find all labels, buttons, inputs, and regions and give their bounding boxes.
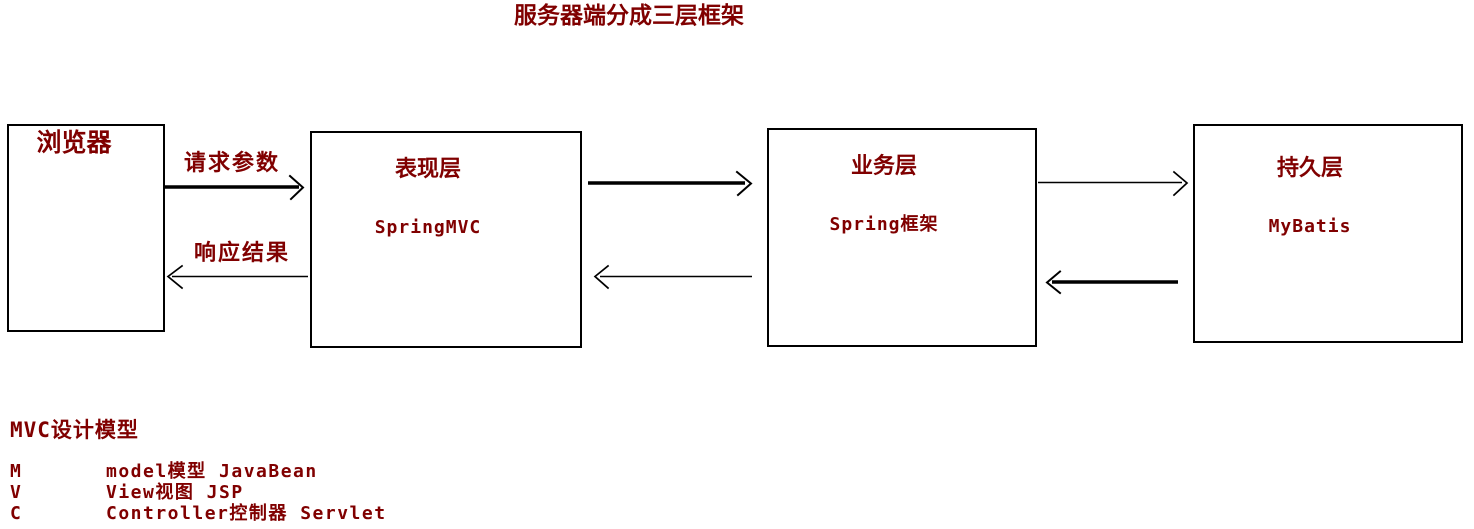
box-persistence-label: 持久层	[1276, 156, 1343, 181]
mvc-heading: MVC设计模型	[10, 418, 139, 442]
box-business-label: 业务层	[850, 154, 917, 179]
box-presentation-label: 表现层	[394, 157, 461, 182]
box-browser-label: 浏览器	[36, 128, 112, 157]
box-presentation: 表现层 SpringMVC	[310, 131, 582, 348]
mvc-letter-c: C	[10, 503, 23, 524]
box-presentation-sublabel: SpringMVC	[374, 217, 482, 238]
box-browser: 浏览器	[7, 124, 165, 332]
mvc-desc-view: View视图 JSP	[106, 482, 244, 503]
mvc-letter-v: V	[10, 482, 23, 503]
diagram-title: 服务器端分成三层框架	[514, 3, 744, 29]
mvc-desc-controller: Controller控制器 Servlet	[106, 503, 387, 524]
mvc-row-controller: C Controller控制器 Servlet	[10, 503, 387, 524]
presentation-to-business-arrowhead-icon	[735, 170, 753, 197]
box-business-sublabel: Spring框架	[829, 214, 939, 235]
box-persistence-sublabel: MyBatis	[1268, 216, 1352, 237]
box-business: 业务层 Spring框架	[767, 128, 1037, 347]
response-arrowhead-icon	[166, 264, 184, 290]
business-to-presentation-arrowhead-icon	[593, 264, 610, 290]
response-arrow-label: 响应结果	[194, 241, 291, 266]
mvc-letter-m: M	[10, 461, 23, 482]
box-persistence: 持久层 MyBatis	[1193, 124, 1463, 343]
persistence-to-business-arrowhead-icon	[1045, 270, 1062, 295]
request-arrow-label: 请求参数	[184, 151, 281, 176]
mvc-row-view: V View视图 JSP	[10, 482, 387, 503]
mvc-desc-model: model模型 JavaBean	[106, 461, 318, 482]
